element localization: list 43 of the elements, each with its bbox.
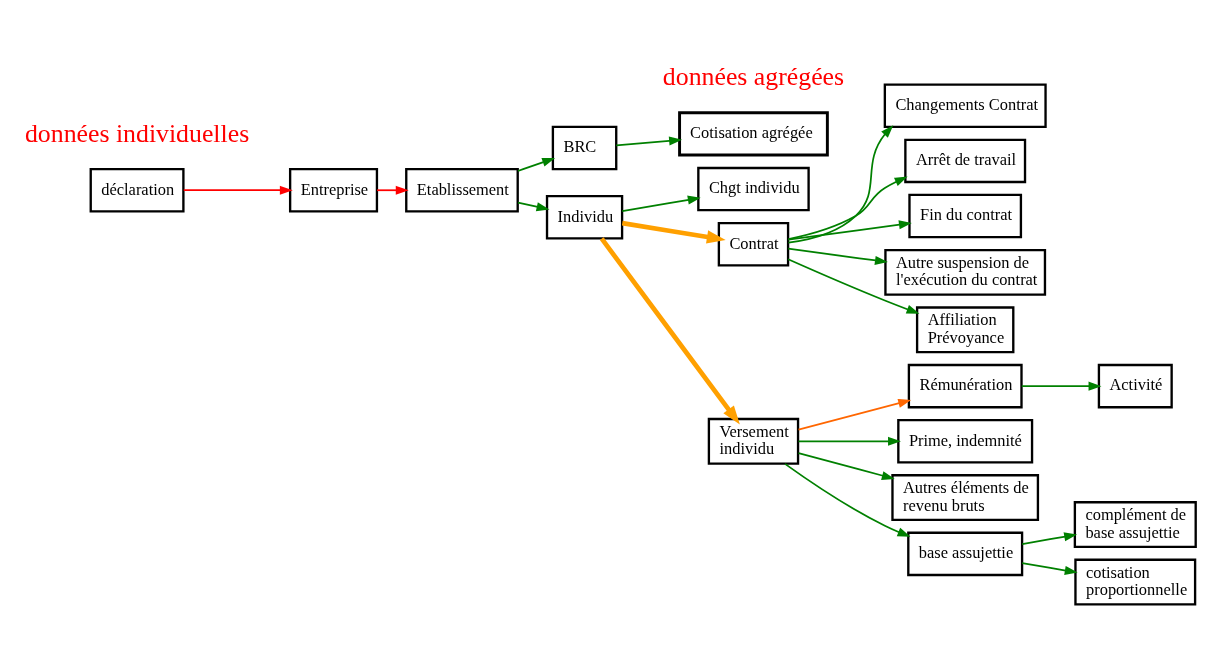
arrow xyxy=(787,258,920,314)
arrow xyxy=(1021,532,1078,545)
arrow xyxy=(182,185,293,195)
arrow xyxy=(615,136,683,147)
node-box: base assujettie xyxy=(907,531,1024,577)
arrow xyxy=(376,185,409,195)
arrow xyxy=(797,452,895,480)
label: données individuelles xyxy=(24,118,250,148)
arrow xyxy=(599,237,740,425)
node-box: Individu xyxy=(545,194,624,240)
arrow xyxy=(517,157,556,172)
label: données agrégées xyxy=(662,62,845,92)
node-box: Versement individu xyxy=(707,417,800,465)
node-box: Activité xyxy=(1097,363,1173,409)
node-box: Etablissement xyxy=(405,167,519,213)
node-box: Cotisation agrégée xyxy=(678,111,829,157)
node-box: Entreprise xyxy=(288,167,379,213)
node-box: Prime, indemnité xyxy=(897,418,1034,464)
arrow xyxy=(787,125,894,244)
arrow xyxy=(787,247,888,265)
node-box: Fin du contrat xyxy=(908,193,1023,239)
node-box: Chgt individu xyxy=(697,166,810,212)
arrow xyxy=(517,201,550,212)
arrow xyxy=(787,220,912,241)
arrow xyxy=(797,436,901,446)
arrow xyxy=(1021,562,1078,575)
arrow xyxy=(621,195,701,212)
arrow xyxy=(787,176,908,240)
arrow xyxy=(784,463,911,537)
node-box: Rémunération xyxy=(907,363,1023,409)
arrow xyxy=(621,220,726,244)
node-box: Arrêt de travail xyxy=(904,138,1027,184)
node-box: Changements Contrat xyxy=(883,83,1047,129)
node-box: déclaration xyxy=(89,167,185,213)
node-box: complément de base assujettie xyxy=(1073,501,1197,548)
node-box: Contrat xyxy=(717,221,790,267)
arrow xyxy=(797,398,912,431)
node-box: Autre suspension de l'exécution du contrat xyxy=(884,248,1047,296)
arrow xyxy=(1020,381,1102,391)
node-box: cotisation proportionnelle xyxy=(1074,558,1197,606)
node-box: BRC xyxy=(551,125,618,171)
node-box: Affiliation Prévoyance xyxy=(915,306,1015,354)
node-box: Autres éléments de revenu bruts xyxy=(891,474,1040,522)
